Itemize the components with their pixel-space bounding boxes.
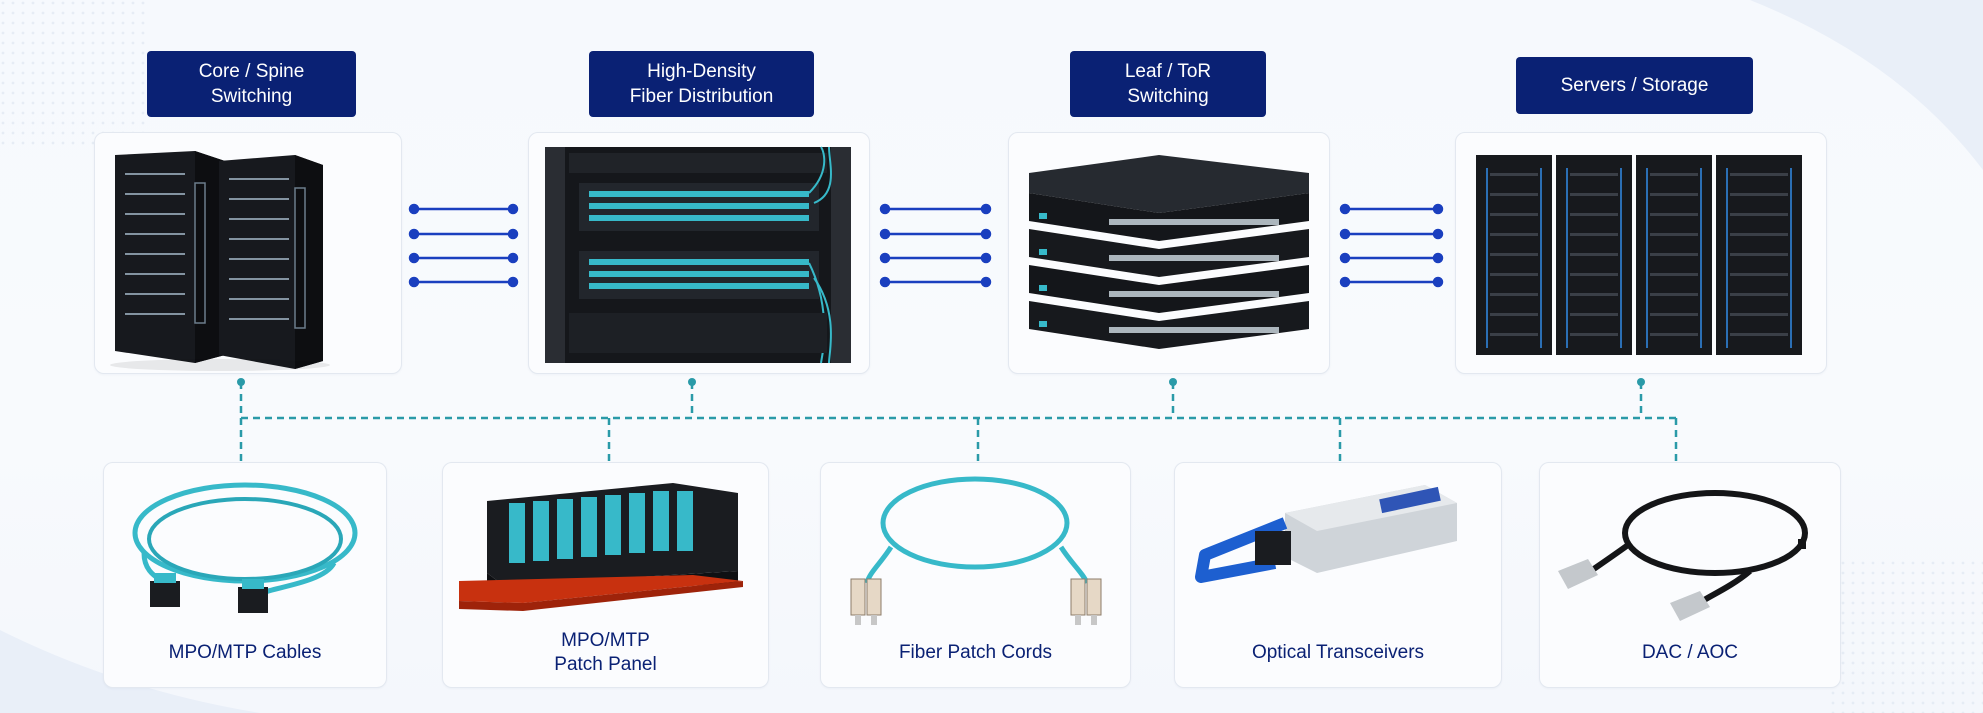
tier-card-leaf	[1008, 132, 1330, 374]
patch-panel-image	[459, 483, 743, 611]
product-card-mpo-cables: MPO/MTP Cables	[103, 462, 387, 688]
product-label-patch-panel: MPO/MTP Patch Panel	[554, 630, 657, 675]
dac-cable-image	[1558, 490, 1808, 621]
tier-connectors-2-3	[879, 203, 992, 288]
tier-title-distribution: High-Density Fiber Distribution	[589, 51, 814, 117]
tier-anchor-dots	[237, 378, 1645, 386]
tier-title-leaf: Leaf / ToR Switching	[1070, 51, 1266, 117]
product-card-patch-cords: Fiber Patch Cords	[820, 462, 1131, 688]
tier-title-core: Core / Spine Switching	[147, 51, 356, 117]
product-label-mpo-cables: MPO/MTP Cables	[168, 642, 322, 663]
mpo-cable-coil-image	[132, 482, 358, 613]
tier-card-distribution	[528, 132, 870, 374]
product-card-patch-panel: MPO/MTP Patch Panel	[442, 462, 769, 688]
product-label-transceivers: Optical Transceivers	[1251, 642, 1425, 663]
tier-connectors-3-4	[1339, 203, 1444, 288]
product-card-transceivers: Optical Transceivers	[1174, 462, 1502, 688]
core-switch-cabinets-image	[110, 151, 330, 371]
tier-connectors-1-2	[408, 203, 519, 288]
product-label-dac-aoc: DAC / AOC	[1641, 642, 1739, 663]
product-card-dac-aoc: DAC / AOC	[1539, 462, 1841, 688]
qsfp-transceiver-image	[1195, 485, 1457, 583]
fiber-distribution-rack-image	[545, 146, 851, 364]
tier-title-servers: Servers / Storage	[1516, 57, 1753, 114]
server-racks-image	[1476, 155, 1802, 355]
product-label-patch-cords: Fiber Patch Cords	[898, 642, 1053, 663]
stacked-tor-switches-image	[1029, 155, 1309, 349]
lc-patch-cord-image	[850, 476, 1102, 625]
product-bus-lines	[239, 382, 1678, 462]
tier-card-servers	[1455, 132, 1827, 374]
tier-card-core	[94, 132, 402, 374]
